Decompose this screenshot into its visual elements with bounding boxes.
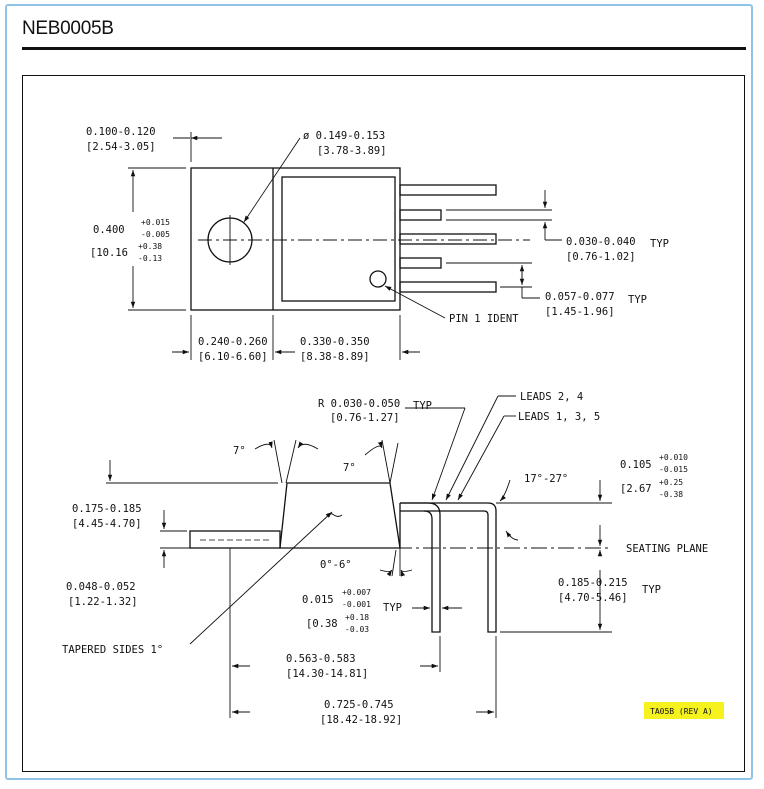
standoff-plus: +0.010	[659, 453, 688, 462]
pin1-ident-dot	[369, 270, 387, 288]
top-body-inner	[281, 176, 396, 302]
height-mm: [10.16	[90, 247, 128, 259]
row2-mm: [18.42-18.92]	[320, 714, 402, 726]
height-tol-minus: -0.005	[141, 230, 170, 239]
bend-angle-label: 17°-27°	[524, 473, 568, 485]
body-height-mm: [4.45-4.70]	[72, 518, 142, 530]
draft-label: 0°-6°	[320, 559, 352, 571]
lead-bent-2	[400, 502, 441, 633]
hole-dia-label: ø 0.149-0.153	[303, 130, 385, 142]
lead-thick-mm-plus: +0.18	[345, 613, 369, 622]
hole-dia-mm: [3.78-3.89]	[317, 145, 387, 157]
lead-len-typ: TYP	[642, 584, 661, 596]
side-view	[180, 482, 612, 633]
height-mm-plus: +0.38	[138, 242, 162, 251]
pitch-mm: [1.45-1.96]	[545, 306, 615, 318]
tapered-sides-label: TAPERED SIDES 1°	[62, 644, 163, 656]
lead-4	[399, 257, 442, 269]
standoff-mm: [2.67	[620, 483, 652, 495]
lead-len-mm: [4.70-5.46]	[558, 592, 628, 604]
tab-thick-mm: [1.22-1.32]	[68, 596, 138, 608]
height-mm-minus: -0.13	[138, 254, 162, 263]
flange-len-label: 0.240-0.260	[198, 336, 268, 348]
lead-2	[399, 209, 442, 221]
height-tol-plus: +0.015	[141, 218, 170, 227]
angle-left-label: 7°	[233, 445, 246, 457]
lead-5	[399, 281, 497, 293]
leads-135-label: LEADS 1, 3, 5	[518, 411, 600, 423]
body-len-mm: [8.38-8.89]	[300, 351, 370, 363]
body-len-label: 0.330-0.350	[300, 336, 370, 348]
lead-width-label: 0.030-0.040	[566, 236, 636, 248]
tab-thick-label: 0.048-0.052	[66, 581, 136, 593]
lead-3	[399, 233, 497, 245]
standoff-minus: -0.015	[659, 465, 688, 474]
revision-label: TA05B (REV A)	[650, 707, 713, 716]
header-rule	[22, 47, 746, 50]
lead-1	[399, 184, 497, 196]
lead-thick-minus: -0.001	[342, 600, 371, 609]
angle-right-label: 7°	[343, 462, 356, 474]
lead-thick-mm-minus: -0.03	[345, 625, 369, 634]
lead-width-mm: [0.76-1.02]	[566, 251, 636, 263]
radius-typ: TYP	[413, 400, 432, 412]
top-flange-outline	[190, 167, 401, 311]
height-label: 0.400	[93, 224, 125, 236]
lead-thick-plus: +0.007	[342, 588, 371, 597]
lead-thick-label: 0.015	[302, 594, 334, 606]
drawing-border	[22, 75, 745, 772]
row1-mm: [14.30-14.81]	[286, 668, 368, 680]
side-tab	[189, 530, 281, 549]
tab-width-mm: [2.54-3.05]	[86, 141, 156, 153]
seating-plane-label: SEATING PLANE	[626, 543, 708, 555]
lead-width-typ: TYP	[650, 238, 669, 250]
lead-len-label: 0.185-0.215	[558, 577, 628, 589]
pitch-label: 0.057-0.077	[545, 291, 615, 303]
top-view-dimensions	[128, 132, 562, 360]
radius-mm: [0.76-1.27]	[330, 412, 400, 424]
side-body	[279, 482, 401, 549]
top-view	[190, 167, 530, 311]
leads-24-label: LEADS 2, 4	[520, 391, 583, 403]
pin1-ident-label: PIN 1 IDENT	[449, 313, 519, 325]
standoff-mm-minus: -0.38	[659, 490, 683, 499]
page-title: NEB0005B	[22, 18, 114, 39]
pitch-typ: TYP	[628, 294, 647, 306]
side-view-dimensions	[106, 395, 612, 718]
lead-thick-typ: TYP	[383, 602, 402, 614]
standoff-mm-plus: +0.25	[659, 478, 683, 487]
row1-label: 0.563-0.583	[286, 653, 356, 665]
lead-thick-mm: [0.38	[306, 618, 338, 630]
lead-bent-1	[400, 502, 497, 633]
radius-label: R 0.030-0.050	[318, 398, 400, 410]
body-height-label: 0.175-0.185	[72, 503, 142, 515]
standoff-label: 0.105	[620, 459, 652, 471]
tab-width-label: 0.100-0.120	[86, 126, 156, 138]
flange-len-mm: [6.10-6.60]	[198, 351, 268, 363]
row2-label: 0.725-0.745	[324, 699, 394, 711]
revision-highlight	[644, 702, 724, 719]
page-frame	[5, 4, 753, 780]
